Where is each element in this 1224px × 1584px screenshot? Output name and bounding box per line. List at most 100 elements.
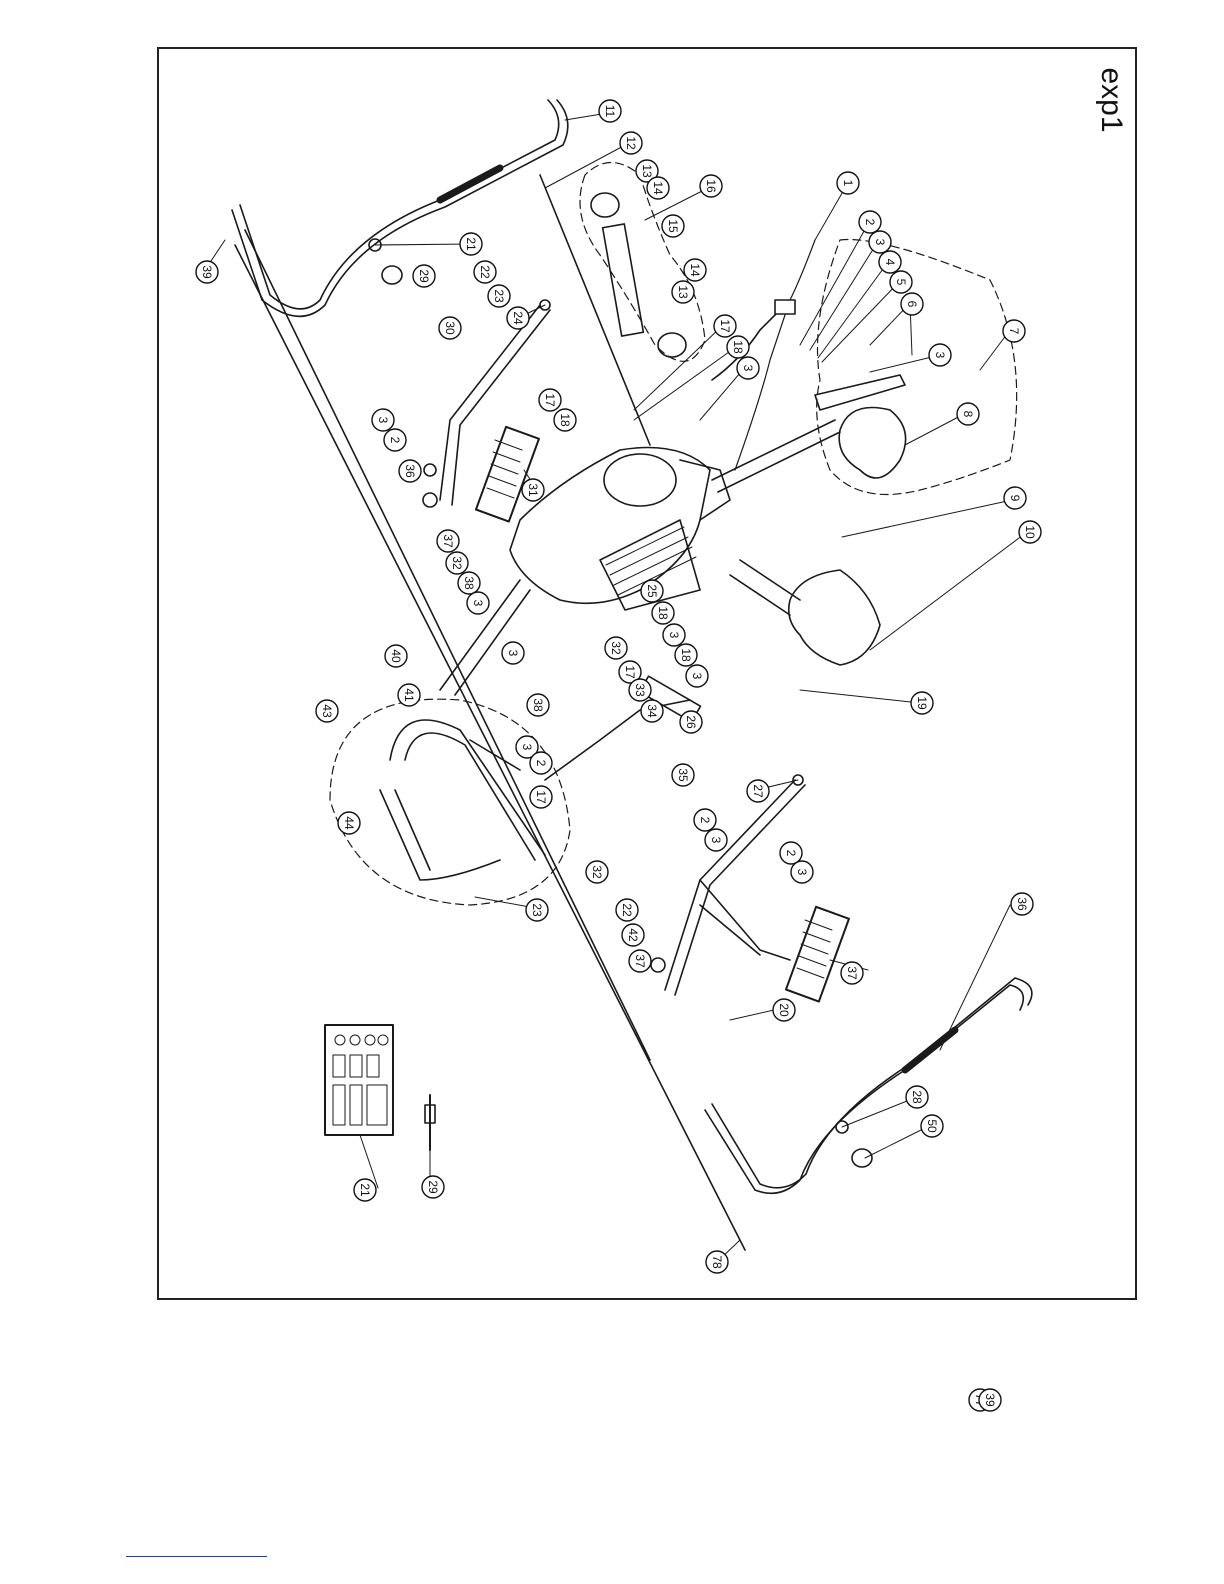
callout-number: 18 (558, 413, 572, 427)
callout-number: 11 (603, 105, 617, 118)
part-callout: 29 (422, 1176, 444, 1198)
part-callout: 32 (586, 861, 608, 883)
callout-number: 26 (684, 715, 698, 729)
part-callout: 3 (663, 624, 685, 646)
callout-number: 35 (676, 768, 690, 782)
part-callout: 18 (727, 336, 749, 358)
part-callout: 78 (706, 1251, 728, 1273)
footer-rule (126, 1556, 267, 1557)
callout-number: 10 (1023, 525, 1037, 539)
callout-number: 43 (320, 704, 334, 718)
callout-number: 23 (492, 289, 506, 303)
callout-number: 22 (478, 265, 492, 279)
part-callout: 44 (338, 812, 360, 834)
part-callout: 37 (437, 530, 459, 552)
part-callout: 3 (869, 231, 891, 253)
hardware-pack (325, 1025, 393, 1135)
callout-number: 3 (873, 239, 887, 246)
part-callout: 11 (599, 100, 621, 122)
part-callout: 21 (460, 233, 482, 255)
callout-number: 33 (633, 683, 647, 697)
part-callout: 39 (196, 261, 218, 283)
callout-number: 38 (531, 698, 545, 712)
part-callout: 8 (957, 403, 979, 425)
callout-number: 3 (376, 417, 390, 424)
callout-number: 25 (645, 584, 659, 598)
callout-number: 19 (915, 696, 929, 710)
callout-number: 37 (845, 966, 859, 980)
part-callout: 3 (929, 344, 951, 366)
part-callout: 25 (641, 580, 663, 602)
part-callout: 36 (1011, 893, 1033, 915)
callout-number: 78 (710, 1255, 724, 1269)
part-callout: 40 (385, 645, 407, 667)
callout-number: 18 (731, 340, 745, 354)
callout-number: 3 (471, 600, 485, 607)
part-callout: 17 (539, 389, 561, 411)
callout-number: 50 (925, 1119, 939, 1133)
callout-number: 27 (751, 784, 765, 798)
part-callout: 34 (641, 700, 663, 722)
part-callout: 3 (705, 829, 727, 851)
callout-number: 32 (590, 865, 604, 879)
frame-rail-upper (245, 230, 650, 1060)
part-callout: 2 (694, 809, 716, 831)
part-callout: 27 (747, 780, 769, 802)
allen-key (425, 1095, 435, 1150)
callout-number: 14 (651, 181, 665, 195)
part-callout: 26 (680, 711, 702, 733)
callout-number: 17 (718, 319, 732, 333)
part-callout: 39 (979, 1389, 1001, 1411)
callout-number: 17 (534, 790, 548, 804)
callout-number: 13 (640, 164, 654, 178)
callout-number: 17 (623, 665, 637, 679)
callout-number: 5 (894, 279, 908, 286)
callout-number: 36 (403, 464, 417, 478)
handlebar-top (232, 100, 568, 316)
part-callout: 14 (684, 259, 706, 281)
part-callout: 23 (488, 285, 510, 307)
callout-number: 2 (698, 817, 712, 824)
callout-number: 2 (388, 437, 402, 444)
part-callout: 31 (522, 479, 544, 501)
callout-number: 36 (1015, 897, 1029, 911)
callout-number: 3 (795, 869, 809, 876)
callout-number: 41 (402, 688, 416, 702)
part-callout: 3 (791, 861, 813, 883)
callout-number: 3 (520, 744, 534, 751)
part-callout: 33 (629, 679, 651, 701)
callout-number: 3 (709, 837, 723, 844)
callout-number: 39 (983, 1393, 997, 1407)
part-callout: 43 (316, 700, 338, 722)
callout-number: 9 (1008, 495, 1022, 502)
callout-number: 3 (933, 352, 947, 359)
part-callout: 35 (672, 764, 694, 786)
callout-number: 30 (443, 321, 457, 335)
part-callout: 15 (662, 215, 684, 237)
part-callout: 3 (737, 357, 759, 379)
callout-number: 14 (688, 263, 702, 277)
part-callout: 42 (622, 924, 644, 946)
callout-number: 2 (863, 219, 877, 226)
main-housing (510, 448, 730, 611)
callout-number: 32 (609, 641, 623, 655)
part-callout: 37 (629, 950, 651, 972)
part-callout: 32 (605, 637, 627, 659)
part-callout: 22 (616, 899, 638, 921)
part-callout: 3 (686, 665, 708, 687)
part-callout: 23 (526, 899, 548, 921)
callout-number: 29 (426, 1180, 440, 1194)
callout-number: 34 (645, 704, 659, 718)
part-callout: 14 (647, 177, 669, 199)
callout-number: 2 (534, 760, 548, 767)
part-callout: 2 (780, 842, 802, 864)
callout-number: 37 (633, 954, 647, 968)
callout-number: 12 (624, 136, 638, 150)
callout-number: 6 (905, 301, 919, 308)
part-callout: 38 (527, 694, 549, 716)
callout-number: 16 (704, 179, 718, 193)
part-callout: 13 (672, 281, 694, 303)
callout-number: 37 (441, 534, 455, 548)
